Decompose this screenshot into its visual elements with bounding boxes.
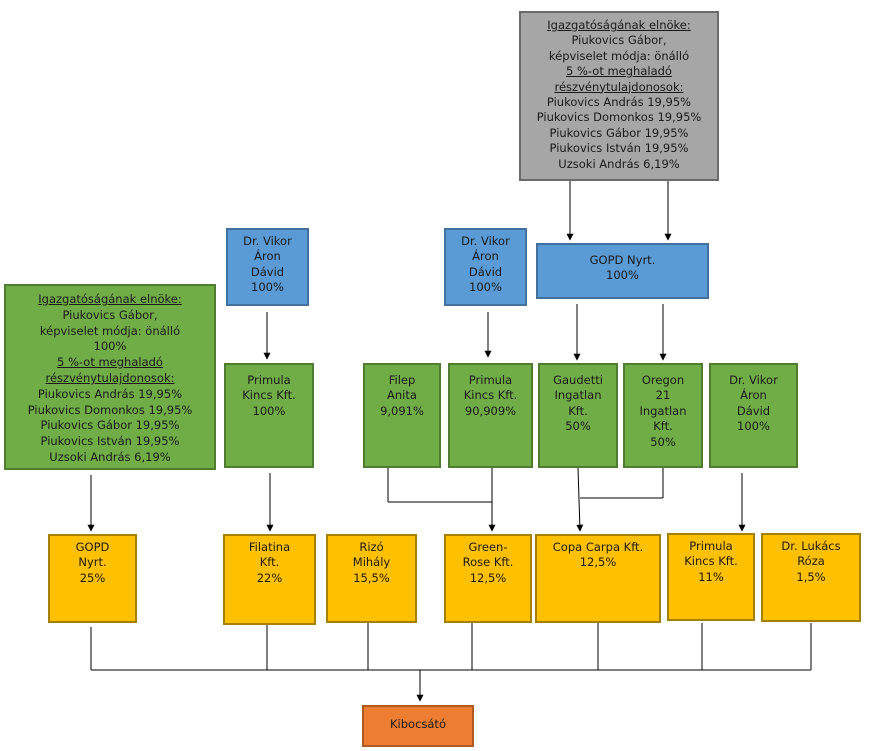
box-text-line: Ingatlan [554, 388, 602, 403]
box-text-line: Green- [468, 540, 508, 554]
box-text-line: Ingatlan [639, 403, 687, 418]
box-text-line: Dr. Vikor [243, 234, 292, 248]
box-text-line: Filatina [248, 540, 291, 554]
box-text-line: Kincs Kft. [463, 388, 518, 403]
box-text-line: Piukovics Domonkos 19,95% [536, 110, 702, 125]
box-text-line: Mihály [352, 555, 391, 570]
box-text-line: Dr. Lukács [781, 539, 841, 553]
box-text-line: Igazgatóságának elnöke: [38, 292, 182, 306]
box-text-line: képviselet módja: önálló [548, 48, 690, 63]
box-text-line: Dávid [468, 264, 503, 279]
box-text-line: Piukovics Domonkos 19,95% [27, 402, 193, 417]
box-text-line: 100% [469, 280, 502, 295]
box-text-line: Áron [740, 388, 767, 403]
box-text-line: Nyrt. [78, 555, 107, 570]
box-text-line: Kibocsátó [390, 717, 446, 731]
box-text-line: Copa Carpa Kft. [552, 540, 644, 554]
box-text-line: Piukovics András 19,95% [37, 386, 183, 401]
box-text-line: Primula [689, 539, 733, 553]
box-text-line: Filep [388, 373, 416, 387]
box-text-line: 11% [698, 569, 724, 584]
box-text-line: 9,091% [380, 403, 424, 418]
box-text-line: Piukovics István 19,95% [40, 434, 180, 449]
box-text-line: 5 %-ot meghaladó [57, 355, 163, 370]
left-owner-box: Igazgatóságának elnöke:Piukovics Gábor,k… [4, 284, 216, 470]
box-text-line: 25% [79, 570, 106, 585]
box-text-line: 50% [650, 434, 676, 449]
box-text-line: 22% [256, 570, 283, 585]
box-text-line: Kincs Kft. [242, 388, 296, 403]
box-text-line: Uzsoki András 6,19% [49, 449, 171, 464]
box-text-line: 15,5% [353, 570, 390, 585]
box-text-line: Piukovics Gábor 19,95% [40, 418, 180, 433]
top-owner-box: Igazgatóságának elnöke:Piukovics Gábor,k… [519, 11, 719, 181]
box-text-line: Kft. [259, 555, 280, 570]
box-text-line: 12,5% [579, 555, 617, 570]
box-text-line: Gaudetti [553, 373, 603, 387]
box-text-line: Áron [254, 249, 281, 264]
box-text-line: Kincs Kft. [684, 554, 738, 569]
box-text-line: 5 %-ot meghaladó [566, 64, 672, 79]
box-text-line: Rose Kft. [462, 555, 514, 570]
gopd-nyrt-parent-box: GOPD Nyrt.100% [536, 243, 709, 299]
box-text-line: Dávid [250, 264, 285, 279]
box-text-line: 1,5% [796, 569, 826, 584]
box-text-line: Áron [472, 249, 499, 264]
box-text-line: Piukovics Gábor, [62, 307, 158, 322]
copa-carpa-kft-box: Copa Carpa Kft.12,5% [535, 534, 661, 623]
box-text-line: Primula [468, 373, 513, 387]
box-text-line: 90,909% [464, 403, 517, 418]
box-text-line: 100% [93, 339, 127, 354]
box-text-line: Igazgatóságának elnöke: [547, 18, 691, 32]
box-text-line: Oregon [641, 373, 685, 387]
box-text-line: 100% [251, 280, 284, 295]
box-text-line: Dr. Vikor [461, 234, 510, 248]
box-text-line: GOPD [75, 540, 110, 554]
box-text-line: Piukovics András 19,95% [546, 95, 692, 110]
box-text-line: Uzsoki András 6,19% [558, 156, 680, 171]
box-text-line: részvénytulajdonosok: [45, 370, 175, 385]
box-text-line: Dávid [736, 403, 771, 418]
box-text-line: 100% [737, 419, 770, 434]
box-text-line: 21 [655, 388, 671, 403]
box-text-line: Dr. Vikor [729, 373, 778, 387]
box-text-line: Róza [797, 554, 825, 569]
box-text-line: Kft. [653, 419, 673, 434]
box-text-line: Piukovics Gábor, [571, 33, 667, 48]
box-text-line: 12,5% [469, 570, 507, 585]
box-text-line: részvénytulajdonosok: [554, 79, 684, 94]
box-text-line: Kft. [568, 403, 588, 418]
box-text-line: Anita [387, 388, 417, 403]
box-text-line: 100% [252, 403, 286, 418]
green-rose-kft-box: Green-Rose Kft.12,5% [444, 534, 532, 623]
box-text-line: 50% [565, 419, 591, 434]
box-text-line: Primula [247, 373, 291, 387]
box-text-line: GOPD Nyrt. [589, 253, 656, 267]
box-text-line: Piukovics István 19,95% [549, 141, 689, 156]
box-text-line: képviselet módja: önálló [39, 323, 181, 338]
box-text-line: 100% [606, 268, 639, 283]
box-text-line: Rizó [359, 540, 384, 554]
box-text-line: Piukovics Gábor 19,95% [549, 125, 689, 140]
kibocsato-box: Kibocsátó [362, 705, 474, 747]
